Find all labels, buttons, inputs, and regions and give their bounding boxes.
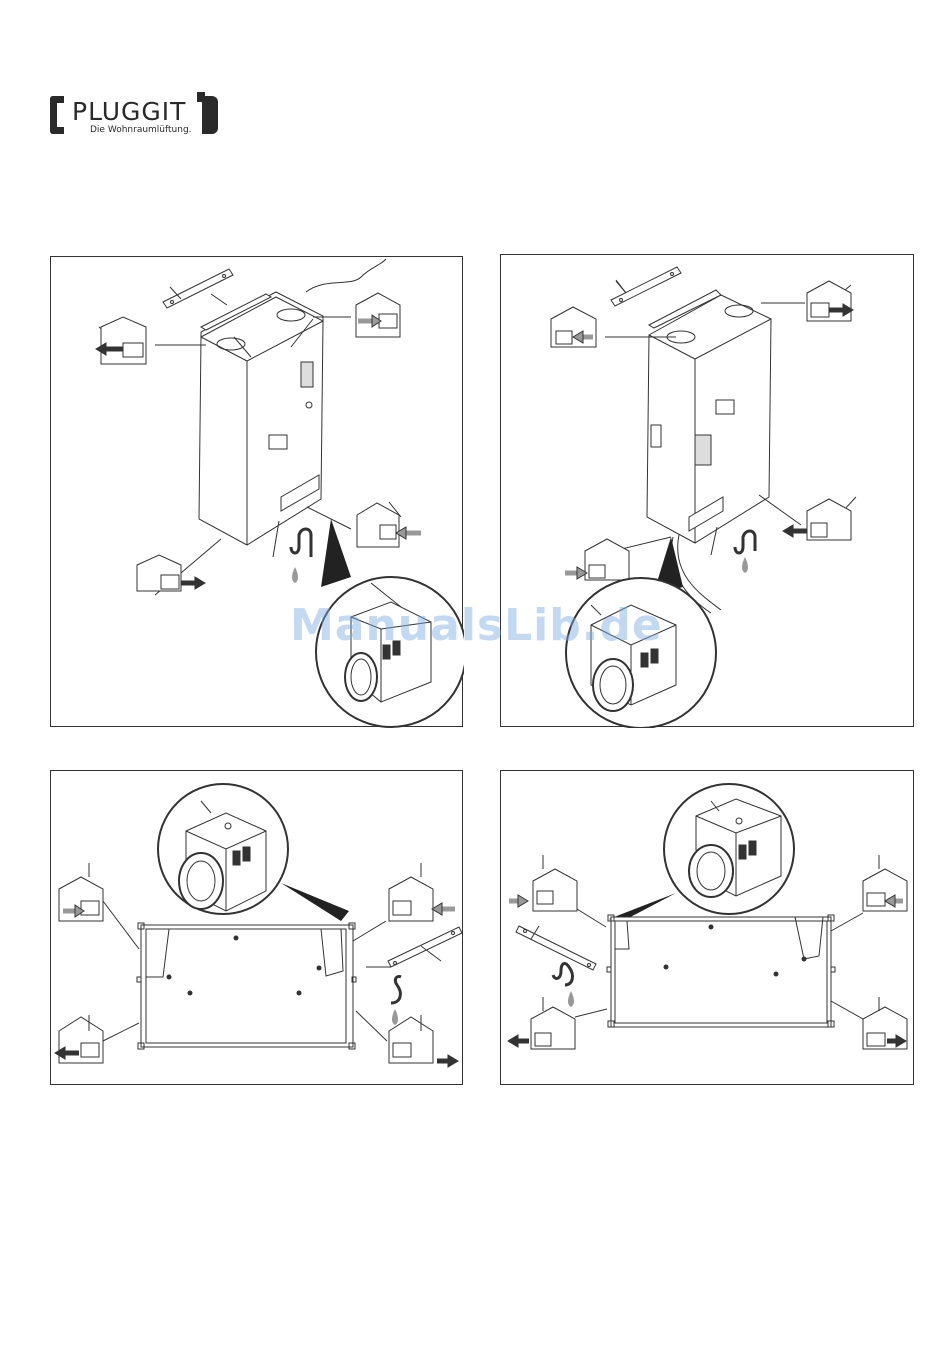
watermark: ManualsLib.de <box>290 600 663 651</box>
brand-tagline: Die Wohnraumlüftung. <box>90 124 192 136</box>
figure-2-illustration <box>501 255 915 728</box>
house-arrow-icon <box>59 863 103 921</box>
drain-siphon-icon <box>391 976 401 1025</box>
ventilation-unit <box>199 259 386 545</box>
figure-panel-1 <box>50 256 463 727</box>
house-arrow-icon <box>551 307 596 347</box>
drain-siphon-icon <box>291 529 311 583</box>
figure-panel-4 <box>500 770 914 1085</box>
figure-3-illustration <box>51 771 464 1086</box>
logo-bracket-right-icon <box>202 96 218 134</box>
brand-logo: PLUGGIT Die Wohnraumlüftung. <box>50 96 225 140</box>
house-arrow-icon <box>508 997 575 1049</box>
logo-bracket-left-icon <box>50 96 64 134</box>
house-arrow-icon <box>96 317 146 364</box>
ventilation-unit-flat <box>607 915 835 1027</box>
ventilation-unit-flat <box>137 923 356 1049</box>
drain-siphon-icon <box>553 964 574 1007</box>
heater-module-icon <box>689 799 781 897</box>
house-arrow-icon <box>357 503 421 547</box>
house-arrow-icon <box>356 293 400 337</box>
house-arrow-icon <box>389 863 455 921</box>
house-arrow-icon <box>55 1015 103 1063</box>
mounting-bracket-icon <box>516 926 596 970</box>
drain-siphon-icon <box>735 531 755 573</box>
figure-panel-3 <box>50 770 463 1085</box>
mounting-bracket-icon <box>388 927 462 967</box>
house-arrow-icon <box>863 997 907 1049</box>
house-arrow-icon <box>137 555 205 591</box>
figure-1-illustration <box>51 257 464 728</box>
house-arrow-icon <box>807 281 853 321</box>
figure-panel-2 <box>500 254 914 727</box>
brand-name: PLUGGIT <box>72 98 186 126</box>
house-arrow-icon <box>389 1015 458 1067</box>
house-arrow-icon <box>509 855 577 911</box>
figure-4-illustration <box>501 771 915 1086</box>
house-arrow-icon <box>863 855 907 911</box>
house-arrow-icon <box>565 539 629 580</box>
